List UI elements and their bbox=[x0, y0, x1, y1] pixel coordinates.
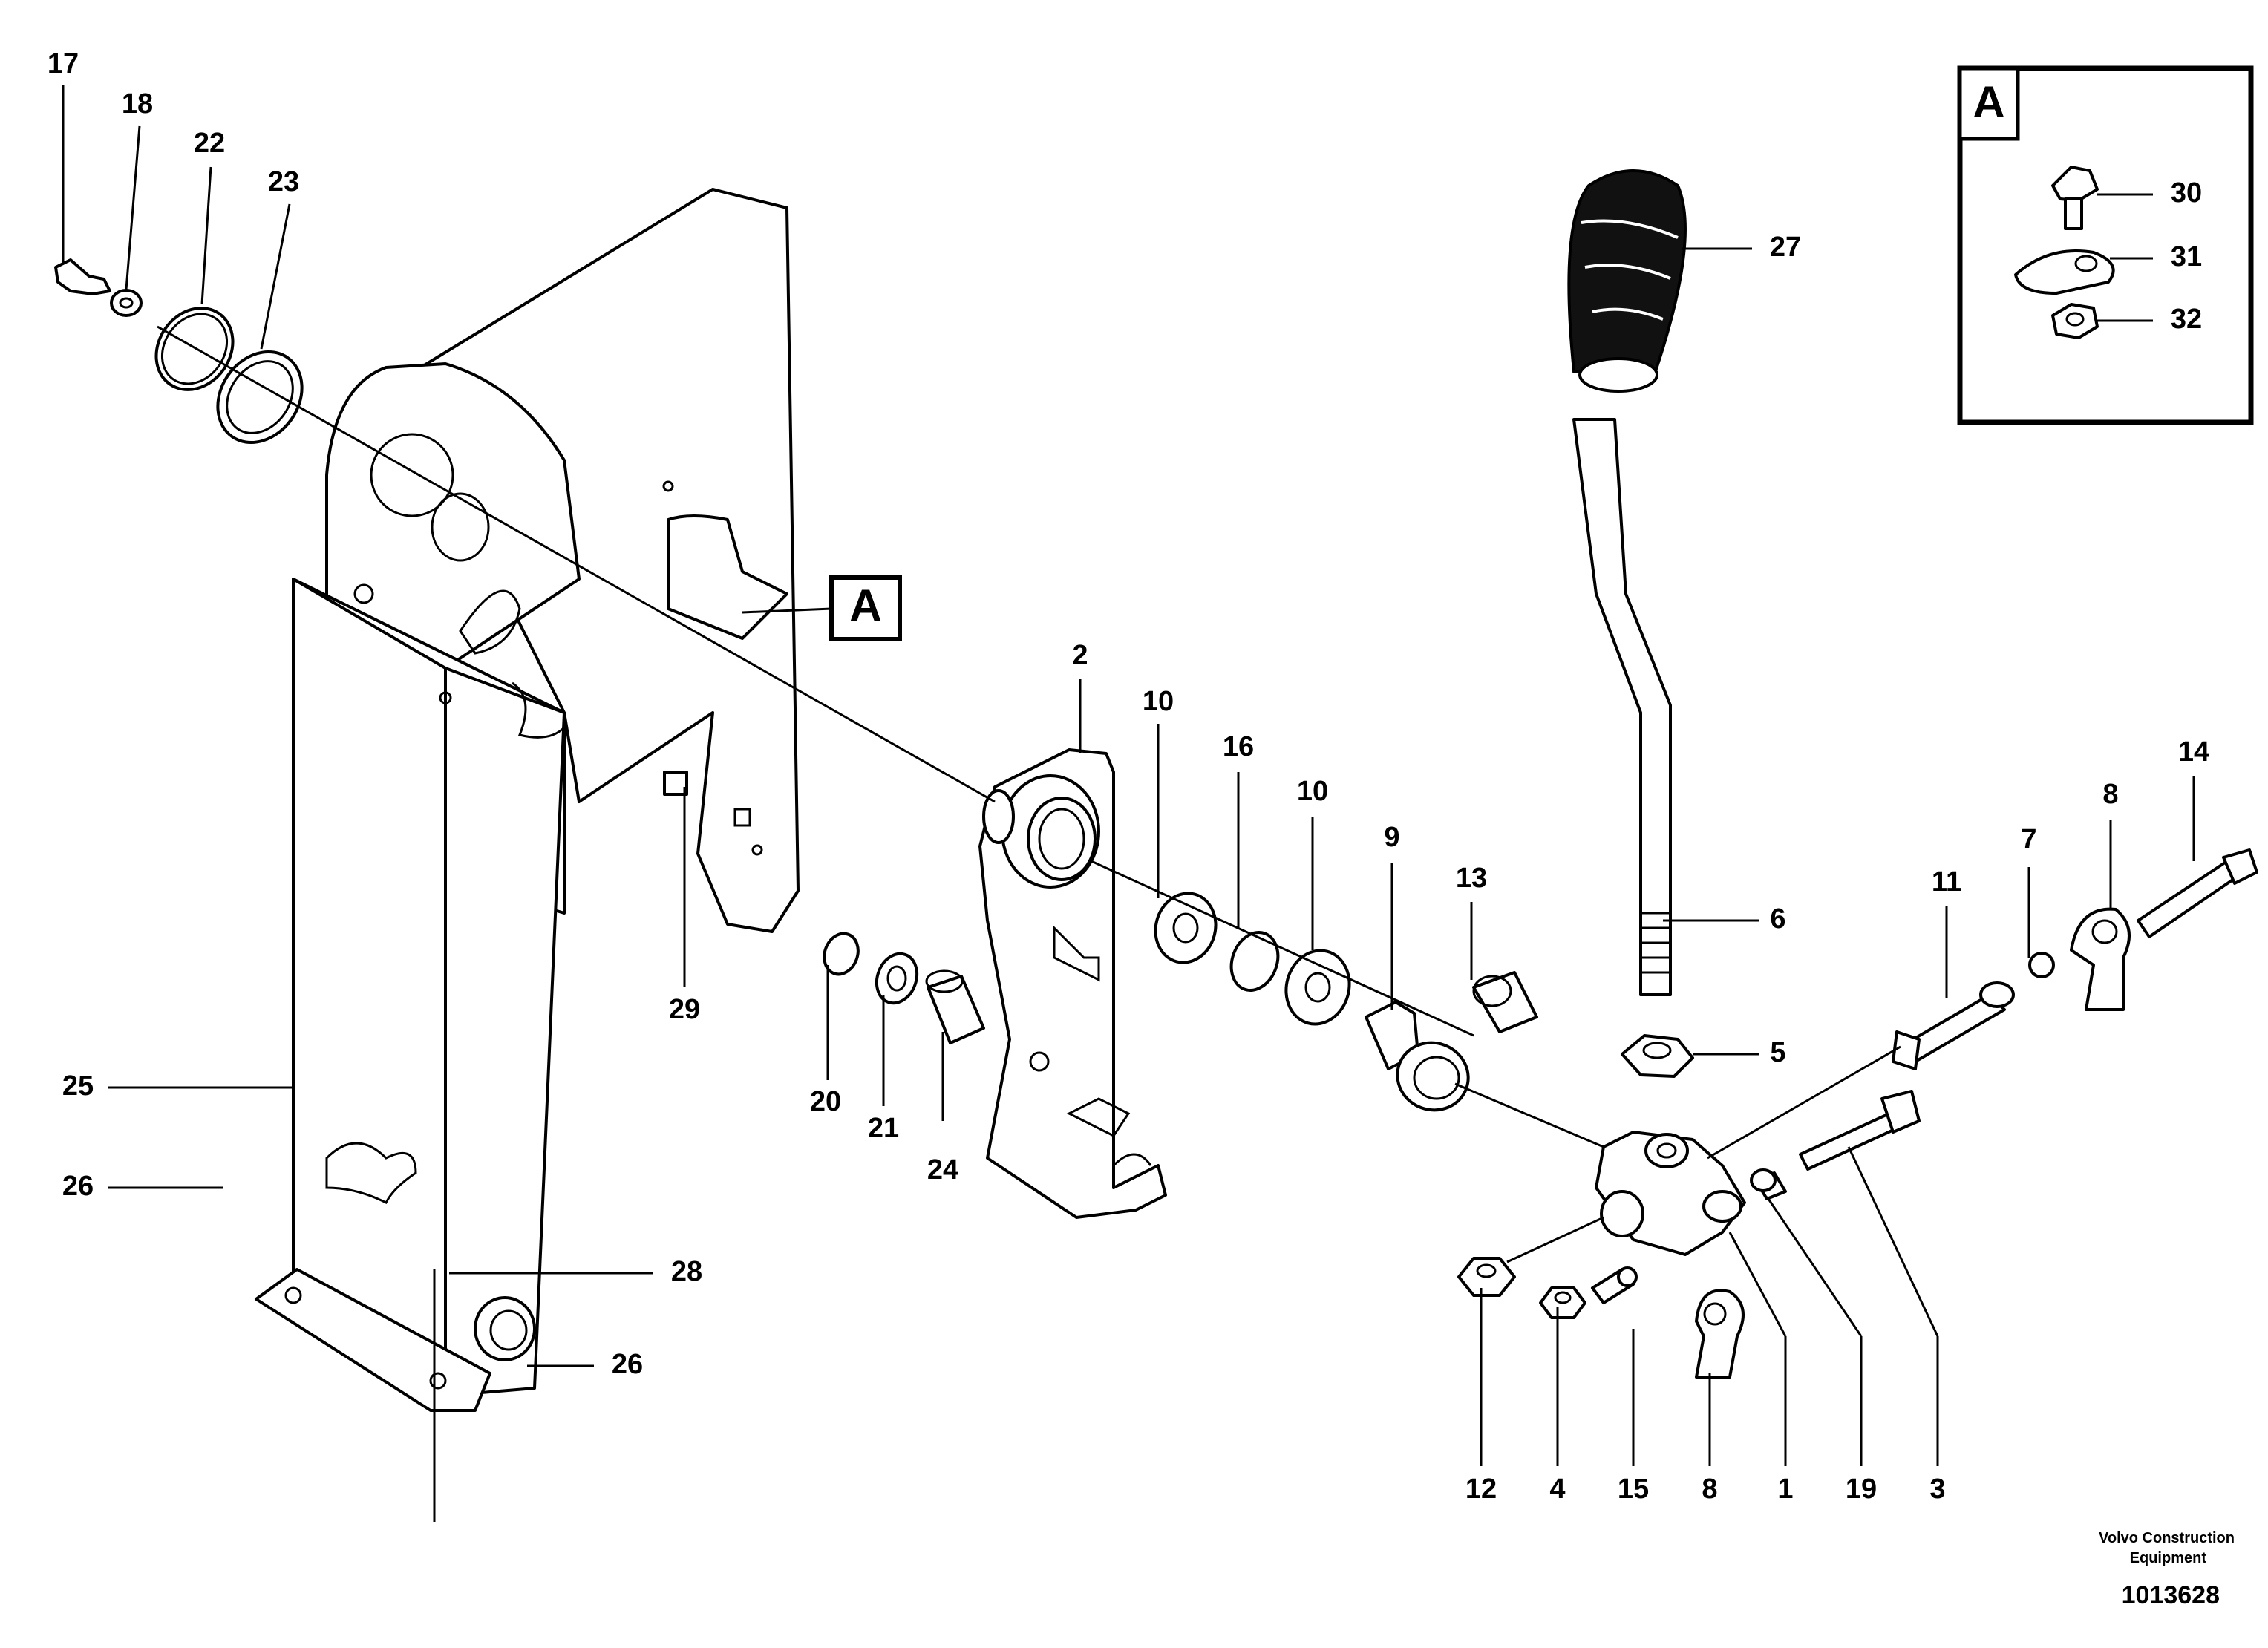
part-number-label: 1 bbox=[1777, 1474, 1793, 1505]
part-number-label: 3 bbox=[1929, 1474, 1945, 1505]
shift-linkage bbox=[1457, 848, 2258, 1379]
part-number-label: 13 bbox=[1456, 863, 1487, 894]
part-number-label: 9 bbox=[1384, 822, 1399, 853]
part-number-label: 25 bbox=[62, 1070, 94, 1102]
callout-a: A bbox=[742, 575, 902, 641]
part-number-label: 27 bbox=[1770, 232, 1801, 263]
part-number-label: 14 bbox=[2178, 736, 2209, 768]
top-left-hardware bbox=[54, 258, 304, 445]
part-number-label: 15 bbox=[1618, 1474, 1649, 1505]
leader-lines bbox=[62, 85, 2195, 1466]
part-number-label: 2 bbox=[1072, 640, 1088, 671]
credit-line-2: Equipment bbox=[2130, 1550, 2207, 1566]
part-number-label: 10 bbox=[1143, 686, 1174, 717]
part-number-label: 4 bbox=[1549, 1474, 1565, 1505]
credit-line-1: Volvo Construction bbox=[2099, 1530, 2235, 1546]
lever-bracket bbox=[978, 748, 1167, 1219]
pivot-stack bbox=[1154, 892, 1538, 1112]
part-number-label: 16 bbox=[1223, 731, 1254, 762]
part-number-label: 11 bbox=[1932, 866, 1961, 897]
part-number-label: 18 bbox=[122, 88, 153, 120]
part-number-label: 26 bbox=[62, 1171, 94, 1202]
part-number-label: 22 bbox=[194, 128, 225, 159]
part-number-label: 10 bbox=[1297, 776, 1328, 807]
part-number-label: 7 bbox=[2021, 824, 2036, 855]
part-number-label: 31 bbox=[2171, 241, 2202, 272]
assembly-axes bbox=[157, 325, 1901, 1522]
part-number-label: 21 bbox=[868, 1113, 899, 1144]
part-number-label: 8 bbox=[2102, 779, 2118, 810]
part-number-label: 19 bbox=[1846, 1474, 1877, 1505]
part-number-label: 20 bbox=[810, 1086, 841, 1117]
part-number-label: 26 bbox=[612, 1349, 643, 1380]
frame-column bbox=[255, 188, 800, 1412]
drawing-number: 1013628 bbox=[2122, 1581, 2220, 1609]
part-number-label: 17 bbox=[48, 48, 79, 79]
part-number-label: 30 bbox=[2171, 177, 2202, 209]
part-number-label: 5 bbox=[1770, 1037, 1785, 1068]
detail-a-box: A 30 31 32 bbox=[1957, 65, 2254, 425]
part-number-label: 28 bbox=[671, 1256, 702, 1287]
part-number-label: 23 bbox=[268, 166, 299, 197]
part-number-label: 32 bbox=[2171, 304, 2202, 335]
washer-stack bbox=[823, 932, 985, 1044]
part-number-labels: 17 18 22 23 25 26 26 28 29 20 21 24 2 10… bbox=[48, 48, 2209, 1505]
callout-a-letter: A bbox=[849, 581, 881, 630]
part-number-label: 6 bbox=[1770, 903, 1785, 935]
part-number-label: 12 bbox=[1465, 1474, 1497, 1505]
detail-a-letter: A bbox=[1973, 77, 2004, 127]
part-number-label: 24 bbox=[927, 1154, 958, 1186]
part-number-label: 29 bbox=[669, 994, 700, 1025]
gear-lever bbox=[1567, 169, 1694, 1078]
part-number-label: 8 bbox=[1702, 1474, 1717, 1505]
